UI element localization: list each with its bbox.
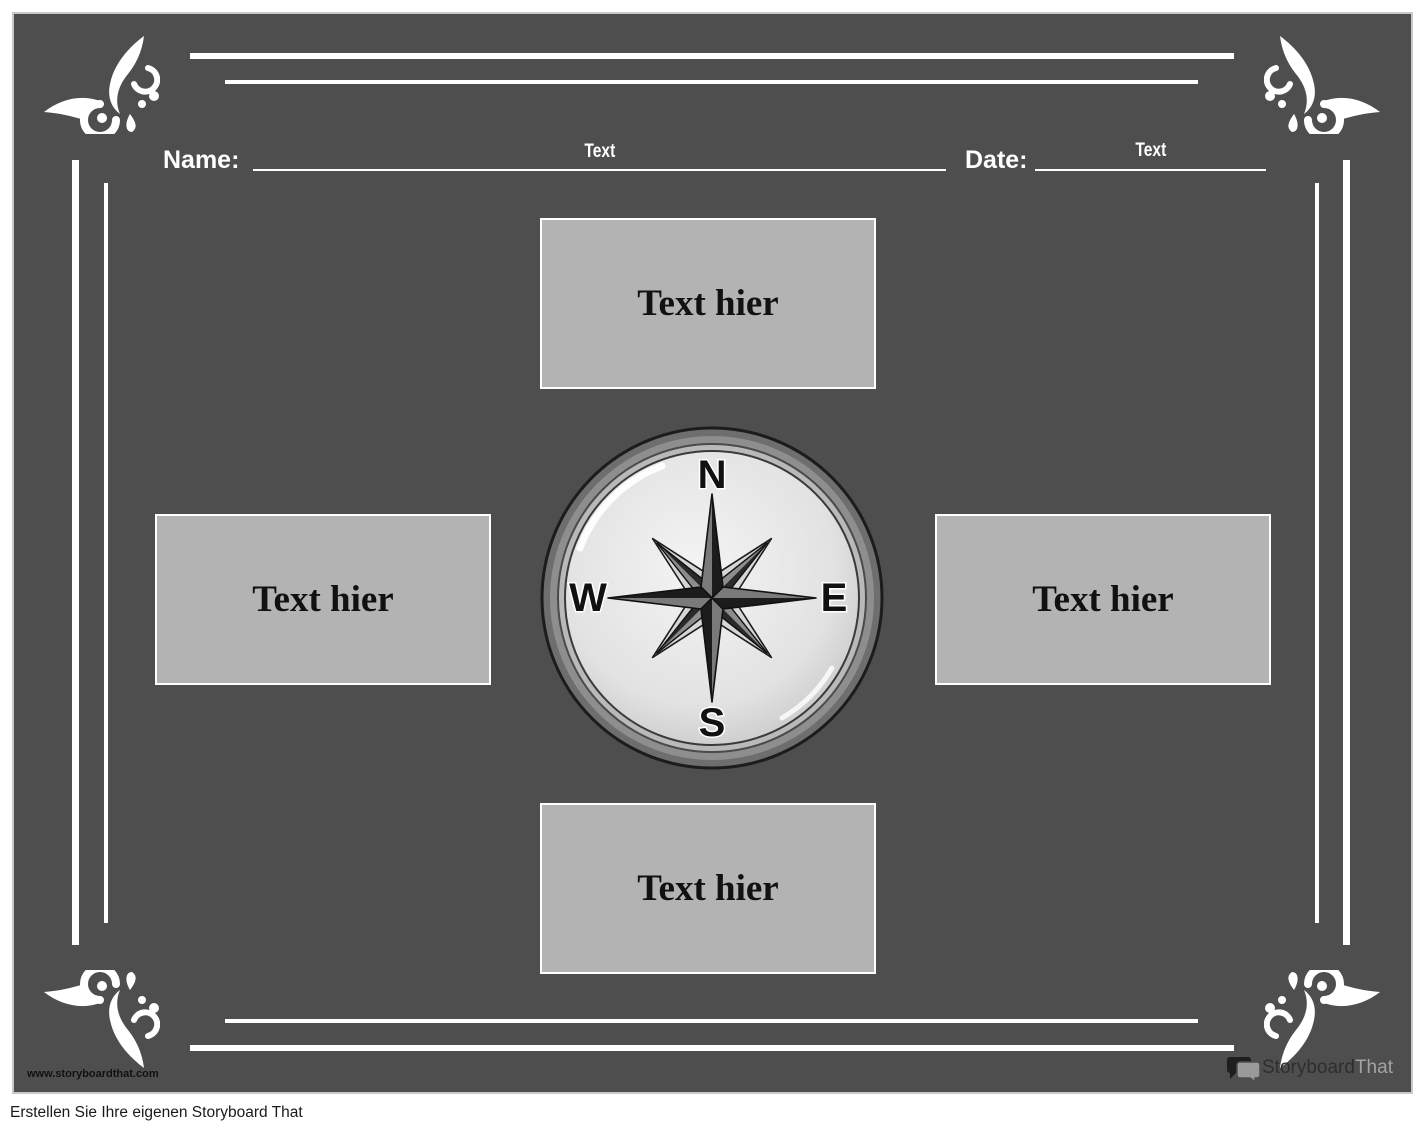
frame-line-top-outer [190, 53, 1234, 59]
name-field-text: Text [584, 141, 615, 162]
frame-line-bottom-inner [225, 1019, 1198, 1023]
watermark-url-link[interactable]: www.storyboardthat.com [27, 1068, 159, 1080]
date-underline [1035, 169, 1266, 171]
storyboardthat-logo[interactable]: StoryboardThat [1262, 1057, 1393, 1079]
frame-line-right-inner [1315, 183, 1319, 923]
frame-line-top-inner [225, 80, 1198, 84]
date-label: Date: [965, 146, 1028, 174]
text-box-south[interactable]: Text hier [540, 803, 876, 974]
date-field[interactable]: Text [1035, 140, 1266, 162]
flourish-ornament-icon [44, 970, 160, 1070]
compass: N E S W [540, 426, 884, 770]
logo-word-storyboard: Storyboard [1262, 1057, 1355, 1078]
text-box-north-label: Text hier [637, 283, 779, 324]
frame-line-right-outer [1343, 160, 1350, 945]
frame-line-left-inner [104, 183, 108, 923]
text-box-east[interactable]: Text hier [935, 514, 1271, 685]
compass-letter-east: E [821, 576, 848, 620]
name-underline [253, 169, 946, 171]
name-field[interactable]: Text [253, 141, 946, 163]
compass-letter-north: N [698, 453, 727, 497]
text-box-north[interactable]: Text hier [540, 218, 876, 389]
text-box-east-label: Text hier [1032, 579, 1174, 620]
frame-line-bottom-outer [190, 1045, 1234, 1051]
compass-letter-west: W [569, 576, 607, 620]
text-box-west[interactable]: Text hier [155, 514, 491, 685]
logo-word-that: That [1354, 1057, 1393, 1078]
flourish-ornament-icon [1264, 34, 1380, 134]
create-your-own-link[interactable]: Erstellen Sie Ihre eigenen Storyboard Th… [10, 1104, 303, 1121]
flourish-ornament-icon [44, 34, 160, 134]
date-field-text: Text [1135, 140, 1166, 161]
name-label: Name: [163, 146, 240, 174]
frame-line-left-outer [72, 160, 79, 945]
speech-bubbles-icon[interactable] [1227, 1055, 1261, 1083]
text-box-south-label: Text hier [637, 868, 779, 909]
compass-letter-south: S [699, 701, 726, 745]
text-box-west-label: Text hier [252, 579, 394, 620]
flourish-ornament-icon [1264, 970, 1380, 1070]
